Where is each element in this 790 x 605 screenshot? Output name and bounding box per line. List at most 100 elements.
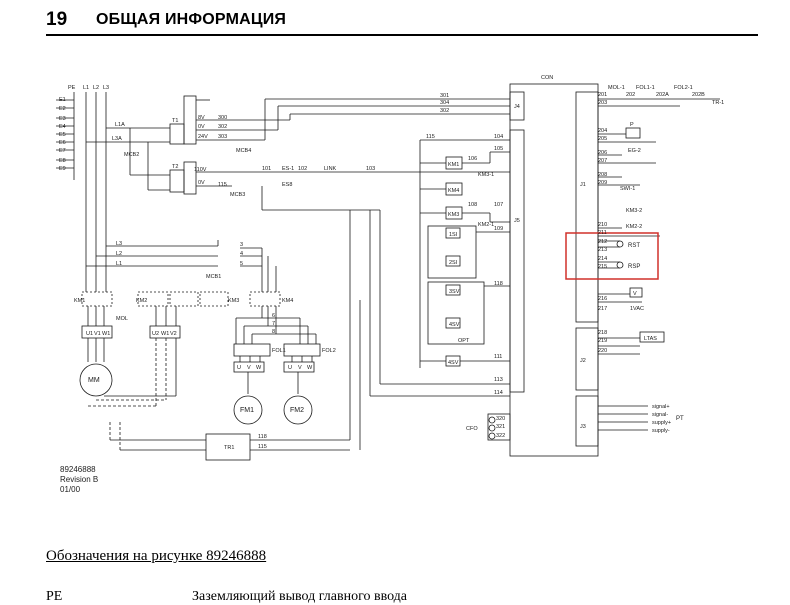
label-link: LINK bbox=[324, 166, 337, 172]
label-km3-motor: KM3 bbox=[228, 298, 239, 304]
label-101: 101 bbox=[262, 166, 271, 172]
label-202a: 202A bbox=[656, 92, 669, 98]
label-205: 205 bbox=[598, 136, 607, 142]
label-212: 212 bbox=[598, 239, 607, 245]
label-tr1: TR1 bbox=[224, 445, 234, 451]
label-301: 301 bbox=[440, 93, 449, 99]
label-km1: KM1 bbox=[448, 162, 459, 168]
drawing-revision: Revision B bbox=[60, 475, 99, 484]
label-102: 102 bbox=[298, 166, 307, 172]
drawing-date: 01/00 bbox=[60, 485, 81, 494]
label-e2: E2 bbox=[59, 106, 66, 112]
label-210: 210 bbox=[598, 222, 607, 228]
label-216: 216 bbox=[598, 296, 607, 302]
legend-desc-pe: Заземляющий вывод главного ввода bbox=[192, 589, 408, 604]
label-115c: 115 bbox=[258, 444, 267, 450]
label-v2: V2 bbox=[170, 331, 177, 337]
label-rst: RST bbox=[628, 243, 640, 249]
label-202: 202 bbox=[626, 92, 635, 98]
label-6: 6 bbox=[272, 313, 275, 319]
label-l1a: L1A bbox=[115, 122, 125, 128]
j5-terminal bbox=[509, 129, 525, 393]
label-218: 218 bbox=[598, 330, 607, 336]
label-104: 104 bbox=[494, 134, 503, 140]
j1-terminal bbox=[575, 91, 599, 323]
label-109: 109 bbox=[494, 226, 503, 232]
label-203: 203 bbox=[598, 100, 607, 106]
label-215: 215 bbox=[598, 264, 607, 270]
label-v: V bbox=[633, 291, 637, 297]
label-es8: ES8 bbox=[282, 182, 292, 188]
label-7: 7 bbox=[272, 321, 275, 327]
label-e6: E6 bbox=[59, 140, 66, 146]
label-j1: J1 bbox=[580, 182, 586, 188]
label-sig2: signal- bbox=[652, 412, 668, 418]
label-w1: W1 bbox=[102, 331, 110, 337]
label-km22: KM2-2 bbox=[626, 224, 642, 230]
cfo-terminal bbox=[487, 413, 511, 441]
label-300: 300 bbox=[218, 115, 227, 121]
label-320: 320 bbox=[496, 416, 505, 422]
label-0v-2: 0V bbox=[198, 180, 205, 186]
label-103: 103 bbox=[366, 166, 375, 172]
label-302: 302 bbox=[218, 124, 227, 130]
label-4sv-b: 4SV bbox=[448, 360, 459, 366]
label-fm2-u: U bbox=[288, 365, 292, 371]
label-fol11: FOL1-1 bbox=[636, 85, 655, 91]
label-201: 201 bbox=[598, 92, 607, 98]
label-115: 115 bbox=[218, 182, 227, 188]
label-v1: V1 bbox=[94, 331, 101, 337]
label-111: 111 bbox=[494, 354, 502, 360]
label-2si: 2SI bbox=[449, 260, 458, 266]
label-l1: L1 bbox=[83, 85, 89, 91]
label-l3: L3 bbox=[103, 85, 109, 91]
label-tr1r: TR-1 bbox=[712, 100, 724, 106]
label-321: 321 bbox=[496, 424, 505, 430]
label-219: 219 bbox=[598, 338, 607, 344]
label-pt: PT bbox=[676, 416, 684, 422]
label-p: P bbox=[630, 122, 634, 128]
label-105: 105 bbox=[494, 146, 503, 152]
label-km1-motor: KM1 bbox=[74, 298, 85, 304]
label-118: 118 bbox=[494, 281, 503, 287]
label-u1: U1 bbox=[86, 331, 93, 337]
label-pe: PE bbox=[68, 85, 76, 91]
label-217: 217 bbox=[598, 306, 607, 312]
label-e7: E7 bbox=[59, 148, 66, 154]
label-rsp: RSP bbox=[628, 264, 640, 270]
label-1vac: 1VAC bbox=[630, 306, 644, 312]
label-j3: J3 bbox=[580, 424, 586, 430]
label-j2: J2 bbox=[580, 358, 586, 364]
label-208: 208 bbox=[598, 172, 607, 178]
label-t1: T1 bbox=[172, 118, 178, 124]
label-303: 303 bbox=[218, 134, 227, 140]
label-e8: E8 bbox=[59, 158, 66, 164]
label-24v: 24V bbox=[198, 134, 208, 140]
label-e9: E9 bbox=[59, 166, 66, 172]
label-304: 304 bbox=[440, 100, 449, 106]
label-fm2-w: W bbox=[307, 365, 313, 371]
label-118b: 118 bbox=[258, 434, 267, 440]
label-mol1: MOL-1 bbox=[608, 85, 625, 91]
label-mm: MM bbox=[88, 377, 100, 384]
label-209: 209 bbox=[598, 180, 607, 186]
label-8v: 8V bbox=[198, 115, 205, 121]
label-110v: 110V bbox=[194, 167, 207, 173]
label-mcb3: MCB3 bbox=[230, 192, 245, 198]
label-opt: OPT bbox=[458, 338, 470, 344]
label-4: 4 bbox=[240, 251, 243, 257]
label-sig1: signal+ bbox=[652, 404, 670, 410]
label-sup1: supply+ bbox=[652, 420, 671, 426]
label-km32: KM3-2 bbox=[626, 208, 642, 214]
label-eg2: EG-2 bbox=[628, 148, 641, 154]
label-t2: T2 bbox=[172, 164, 178, 170]
label-cfo: CFO bbox=[466, 426, 478, 432]
label-fm2-v: V bbox=[298, 365, 302, 371]
label-ltas: LTAS bbox=[644, 336, 657, 342]
label-204: 204 bbox=[598, 128, 607, 134]
label-108: 108 bbox=[468, 202, 477, 208]
label-w2: W1 bbox=[161, 331, 169, 337]
label-fm1-v: V bbox=[247, 365, 251, 371]
label-213: 213 bbox=[598, 247, 607, 253]
j2-terminal bbox=[575, 327, 599, 391]
